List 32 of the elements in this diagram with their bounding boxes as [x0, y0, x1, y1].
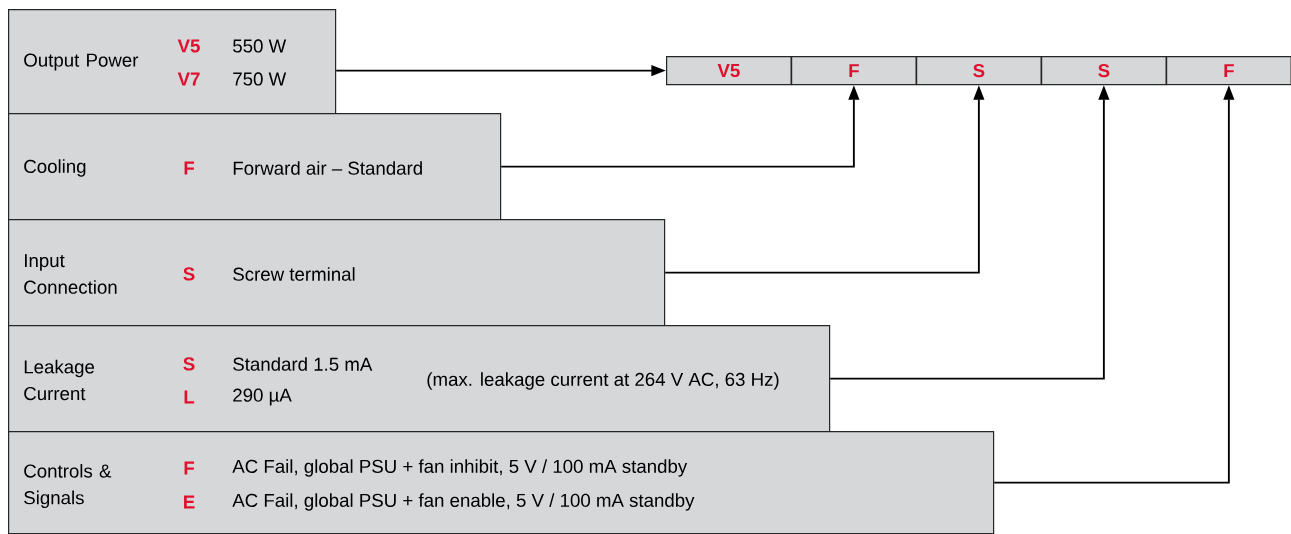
category-label: Controls & Signals	[24, 463, 112, 508]
category-label: Input Connection	[24, 254, 117, 294]
code-cell: V5	[666, 56, 792, 86]
category-label: Cooling	[24, 159, 86, 177]
option-code: L	[184, 390, 195, 404]
option-code: S	[183, 267, 195, 281]
option-description: 550 W	[233, 39, 287, 53]
option-description: Standard 1.5 mA	[233, 357, 373, 371]
option-description: Screw terminal	[233, 267, 355, 281]
option-box	[8, 9, 337, 115]
option-box	[8, 325, 831, 433]
option-code: E	[184, 495, 195, 509]
option-description: 750 W	[233, 72, 287, 86]
option-description: Forward air – Standard	[233, 161, 422, 175]
code-cell: F	[791, 56, 917, 86]
option-code: V5	[177, 39, 200, 53]
option-description: 290 µA	[233, 388, 292, 406]
option-box	[8, 431, 995, 534]
option-code: S	[183, 357, 195, 371]
code-cell: F	[1166, 56, 1291, 86]
option-description: (max. leakage current at 264 V AC, 63 Hz)	[427, 372, 779, 390]
option-code: F	[184, 461, 195, 475]
code-cell: S	[1041, 56, 1167, 86]
option-code: V7	[177, 72, 200, 86]
option-description: AC Fail, global PSU + fan enable, 5 V / 100 mA standby	[232, 493, 695, 511]
option-code: F	[184, 161, 195, 175]
option-description: AC Fail, global PSU + fan inhibit, 5 V / 100 mA standby	[232, 459, 688, 477]
code-cell: S	[916, 56, 1042, 86]
category-label: Output Power	[24, 53, 139, 71]
option-box	[8, 219, 666, 327]
category-label: Leakage Current	[24, 359, 95, 401]
option-box	[8, 113, 502, 221]
